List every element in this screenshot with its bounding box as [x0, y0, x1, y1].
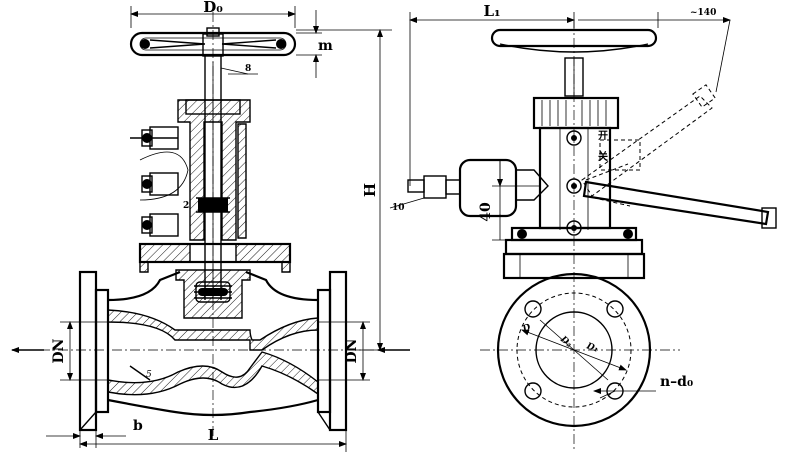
sectional-view: D₀ m 8 H DN: [11, 0, 410, 452]
dim-dn-right: DN: [318, 321, 410, 381]
label-close: 关: [598, 150, 608, 163]
dim-d0: D₀: [130, 0, 296, 28]
actuator-cylinder: [407, 158, 549, 218]
label-n-d0: n–d₀: [660, 374, 693, 390]
dim-140: ~140: [578, 8, 731, 93]
label-eight: 8: [245, 64, 251, 74]
dim-40: 40: [478, 160, 540, 241]
label-l1: L₁: [483, 2, 500, 20]
label-r: 5: [146, 370, 152, 380]
side-view: 开 关: [389, 2, 777, 452]
side-handwheel: [490, 28, 658, 97]
label-forty: 40: [478, 202, 494, 222]
valve-body: [78, 270, 348, 432]
side-bolts: [130, 126, 189, 237]
dim-10: 10: [389, 197, 425, 213]
body-flange: [138, 242, 292, 273]
callout-8: 8: [220, 64, 258, 75]
dim-l1: L₁: [409, 2, 575, 186]
lever-handle: [582, 180, 777, 229]
dim-h: H: [296, 29, 392, 351]
bonnet: [177, 99, 251, 241]
dim-b: b: [46, 418, 143, 448]
dim-l: L: [79, 426, 347, 452]
label-ten: 10: [392, 203, 405, 213]
side-upper-housing: 开 关: [532, 96, 620, 236]
lever-dashed: [581, 84, 716, 207]
stem: [204, 56, 222, 300]
label-h: H: [361, 183, 379, 197]
label-m: m: [318, 38, 333, 54]
label-b: b: [133, 418, 143, 434]
label-dn-right: DN: [344, 338, 360, 363]
handwheel: [129, 27, 297, 57]
label-l: L: [208, 426, 219, 444]
label-d: D: [520, 323, 532, 336]
callout-n-d0: n–d₀: [593, 374, 693, 399]
label-two: 2: [183, 201, 189, 211]
disc-assembly: [175, 269, 251, 319]
dim-dn-left: DN: [11, 321, 108, 381]
side-flange: [496, 272, 652, 428]
side-yoke: [502, 226, 646, 280]
label-d0: D₀: [203, 0, 223, 16]
label-open: 开: [598, 130, 608, 142]
dim-m: m: [296, 10, 333, 78]
label-140: ~140: [690, 8, 716, 18]
label-d1: D₁: [584, 341, 599, 355]
label-dn-left: DN: [51, 338, 67, 363]
